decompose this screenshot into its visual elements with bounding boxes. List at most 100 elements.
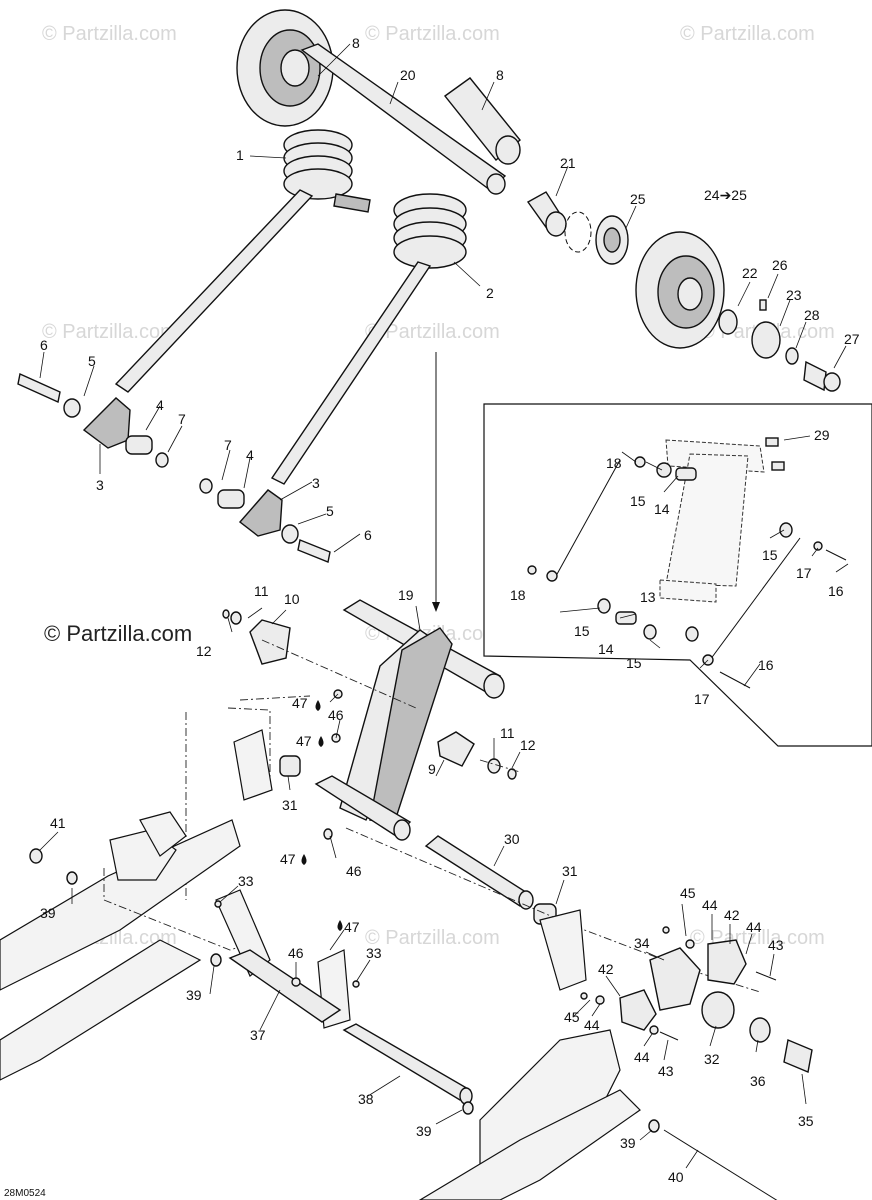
bolt xyxy=(17,373,61,403)
upper-axle-assembly xyxy=(236,9,841,392)
side-plate xyxy=(539,909,587,991)
callout-label: 31 xyxy=(562,863,578,879)
callout-label: 45 xyxy=(564,1009,580,1025)
bolt xyxy=(297,539,331,563)
link-rod xyxy=(709,537,801,661)
screw xyxy=(771,461,785,471)
washer xyxy=(63,398,81,418)
callout-label: 6 xyxy=(40,337,48,353)
bolt xyxy=(803,360,827,392)
callout-label: 4 xyxy=(246,447,254,463)
callout-label: 40 xyxy=(668,1169,684,1185)
callout-label: 11 xyxy=(254,583,269,599)
callout-label: 39 xyxy=(186,987,202,1003)
arrow-head xyxy=(432,602,440,612)
ghost-arm xyxy=(665,453,749,587)
left-rail xyxy=(0,819,241,991)
callout-label: 3 xyxy=(96,477,104,493)
nut xyxy=(199,478,213,494)
grease-icons xyxy=(301,700,343,931)
callout-label: 34 xyxy=(634,935,650,951)
stopper xyxy=(249,619,291,665)
callout-label: 35 xyxy=(798,1113,814,1129)
spring-arm xyxy=(114,189,314,393)
callout-label: 10 xyxy=(284,591,300,607)
callout-label: 5 xyxy=(88,353,96,369)
callout-label: 45 xyxy=(680,885,696,901)
grease-drop-icon xyxy=(301,854,307,865)
callout-label: 17 xyxy=(796,565,812,581)
axle-tube xyxy=(300,43,507,191)
washer xyxy=(749,1017,771,1043)
callout-label: 18 xyxy=(510,587,526,603)
callout-label: 39 xyxy=(40,905,56,921)
bolt xyxy=(783,1039,813,1073)
callout-label: 25 xyxy=(630,191,646,207)
callout-label: 27 xyxy=(844,331,860,347)
grease-fitting xyxy=(291,977,301,987)
pulley xyxy=(701,991,735,1029)
callout-label: 39 xyxy=(620,1135,636,1151)
torsion-springs xyxy=(114,129,467,485)
cross-shaft xyxy=(342,1023,472,1101)
callout-label: 47 xyxy=(280,851,296,867)
callout-label: 26 xyxy=(772,257,788,273)
watermark: © Partzilla.com xyxy=(42,321,177,343)
watermark: © Partzilla.com xyxy=(365,927,500,949)
leader-lines xyxy=(39,43,849,1169)
set-screw xyxy=(759,299,767,311)
callout-label: 44 xyxy=(584,1017,600,1033)
washer xyxy=(281,524,299,544)
callout-label: 19 xyxy=(398,587,414,603)
lower-cross-tube xyxy=(314,775,412,837)
link-rod xyxy=(555,459,621,577)
callout-label: 21 xyxy=(560,155,576,171)
callout-label: 42 xyxy=(598,961,614,977)
lower-rail xyxy=(0,939,202,1081)
callout-label: 31 xyxy=(282,797,298,813)
callout-label: 38 xyxy=(358,1091,374,1107)
callout-label: 32 xyxy=(704,1051,720,1067)
spring-blocks xyxy=(17,373,331,563)
housing xyxy=(649,947,701,1011)
callout-label: 2 xyxy=(486,285,494,301)
watermark: © Partzilla.com xyxy=(42,23,177,45)
callout-label: 41 xyxy=(50,815,66,831)
callout-label: 11 xyxy=(500,725,515,741)
washer xyxy=(210,953,222,967)
swing-arm-assembly xyxy=(185,599,521,900)
stopper xyxy=(437,731,475,767)
circlip xyxy=(564,211,592,253)
watermark-main: © Partzilla.com xyxy=(44,621,192,646)
screw xyxy=(765,437,779,447)
callout-label: 18 xyxy=(606,455,622,471)
washer xyxy=(66,871,78,885)
callout-label: 47 xyxy=(292,695,308,711)
callout-label: 15 xyxy=(574,623,590,639)
callout-label: 9 xyxy=(428,761,436,777)
callout-label: 24➔25 xyxy=(704,187,747,203)
bearing xyxy=(280,49,310,87)
callout-label: 14 xyxy=(654,501,670,517)
callout-label: 23 xyxy=(786,287,802,303)
side-bracket xyxy=(233,729,273,801)
washer xyxy=(462,1101,474,1115)
callout-label: 6 xyxy=(364,527,372,543)
block xyxy=(619,989,657,1031)
callout-label: 43 xyxy=(768,937,784,953)
callout-label: 42 xyxy=(724,907,740,923)
bushing xyxy=(279,755,301,777)
diagram-code: 28M0524 xyxy=(4,1188,46,1199)
bushing xyxy=(217,489,245,509)
callout-label: 16 xyxy=(828,583,844,599)
callout-label: 46 xyxy=(346,863,362,879)
callout-label: 44 xyxy=(702,897,718,913)
watermark: © Partzilla.com xyxy=(680,23,815,45)
callout-label: 43 xyxy=(658,1063,674,1079)
callout-label: 36 xyxy=(750,1073,766,1089)
axle-cap xyxy=(751,321,781,359)
callout-label: 15 xyxy=(762,547,778,563)
spring-arm xyxy=(270,261,432,485)
callout-label: 12 xyxy=(196,643,212,659)
callout-label: 7 xyxy=(178,411,186,427)
